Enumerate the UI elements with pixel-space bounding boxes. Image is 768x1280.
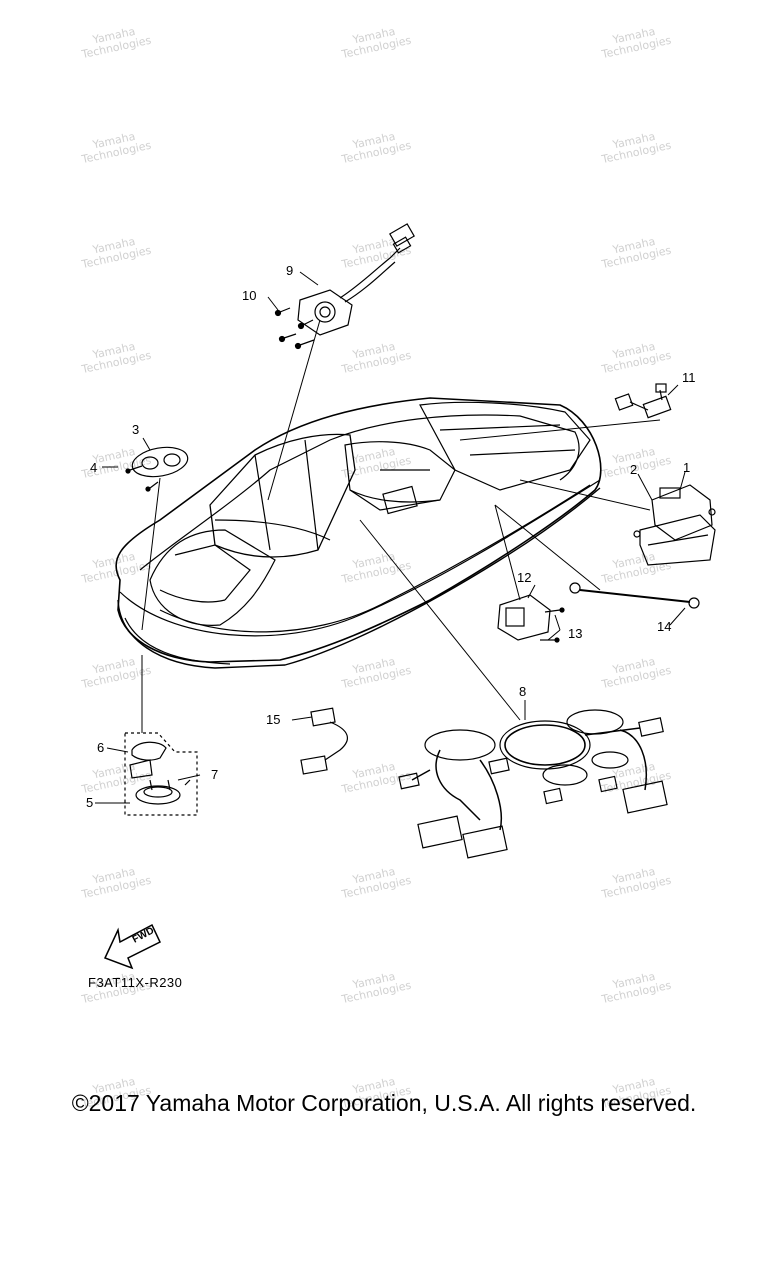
callout-11: 11 <box>682 370 696 385</box>
boat-hull <box>115 397 602 669</box>
callout-12: 12 <box>517 570 532 585</box>
copyright-notice: ©2017 Yamaha Motor Corporation, U.S.A. A… <box>71 1090 697 1116</box>
callout-13: 13 <box>568 626 583 641</box>
part-5-detail-box <box>124 655 198 816</box>
part-1-bracket <box>519 479 716 566</box>
callout-4: 4 <box>90 460 98 475</box>
callout-6: 6 <box>97 740 105 755</box>
callout-5: 5 <box>86 795 94 810</box>
part-14-cable <box>494 504 700 609</box>
part-15-lead <box>300 707 348 775</box>
callout-8: 8 <box>519 684 527 699</box>
callout-leaders <box>95 271 686 804</box>
callout-10: 10 <box>242 288 257 303</box>
fwd-arrow-icon <box>103 923 161 970</box>
callout-9: 9 <box>286 263 294 278</box>
callout-14: 14 <box>657 619 672 634</box>
part-11-sensor <box>459 383 672 441</box>
part-9-assembly <box>267 223 415 501</box>
callout-2: 2 <box>630 462 638 477</box>
part-3-speaker <box>125 446 189 631</box>
callout-15: 15 <box>266 712 281 727</box>
diagram-code: F3AT11X-R230 <box>88 975 183 990</box>
callout-1: 1 <box>683 460 691 475</box>
part-8-harness <box>359 519 668 859</box>
callout-7: 7 <box>211 767 219 782</box>
callout-3: 3 <box>132 422 140 437</box>
